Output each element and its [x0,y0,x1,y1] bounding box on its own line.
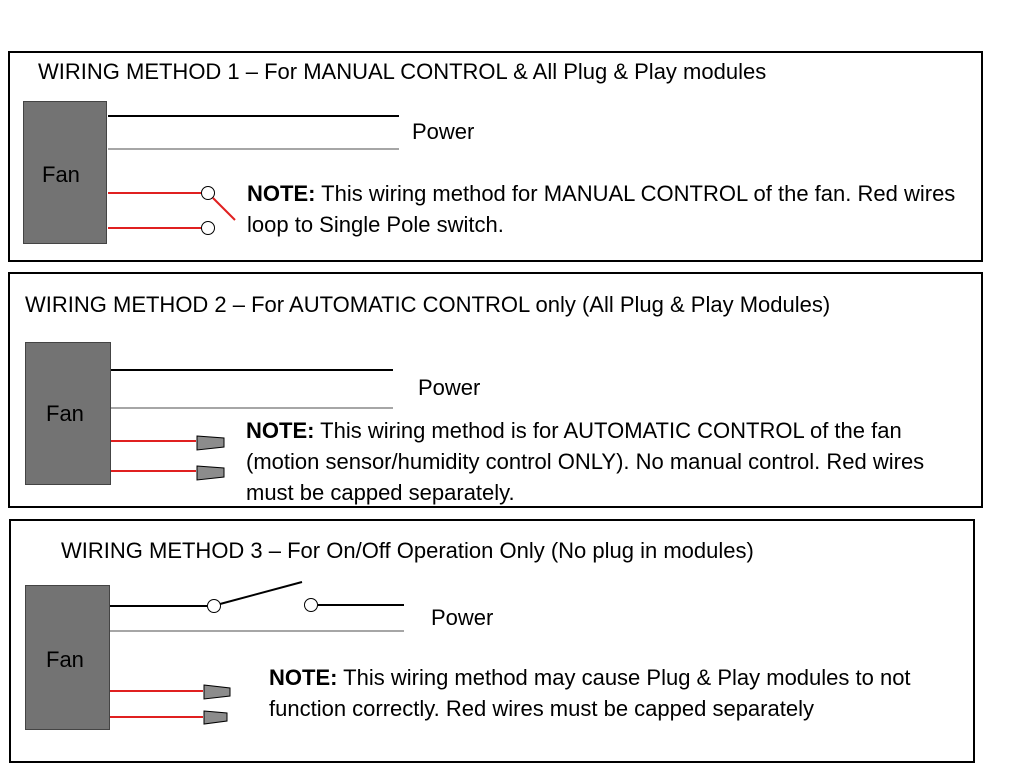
power-label: Power [412,119,475,144]
power-switch-terminal-2 [304,598,318,612]
fan-box [25,585,110,730]
power-label: Power [418,375,481,400]
power-switch-terminal-1 [207,599,221,613]
fan-box [25,342,111,485]
fan-label: Fan [46,401,84,426]
note-text: This wiring method for MANUAL CONTROL of… [247,181,956,237]
wiring-method-2-wires [111,369,393,481]
wiring-method-3-wires [110,581,404,725]
wire-cap-1 [196,435,225,451]
note-text: This wiring method may cause Plug & Play… [269,665,911,721]
wiring-method-1-panel: WIRING METHOD 1 – For MANUAL CONTROL & A… [8,51,983,262]
wiring-method-2-note: NOTE: This wiring method is for AUTOMATI… [246,415,971,508]
wiring-method-2-panel: WIRING METHOD 2 – For AUTOMATIC CONTROL … [8,272,983,508]
power-switch-lever [219,581,303,605]
fan-label: Fan [46,647,84,672]
wire-cap-2 [203,710,228,725]
wiring-method-1-note: NOTE: This wiring method for MANUAL CONT… [247,178,967,240]
note-label: NOTE: [247,181,316,206]
wiring-method-1-title: WIRING METHOD 1 – For MANUAL CONTROL & A… [38,59,767,84]
note-text: This wiring method is for AUTOMATIC CONT… [246,418,925,505]
wiring-method-1-wires [108,115,399,235]
wiring-method-2-title: WIRING METHOD 2 – For AUTOMATIC CONTROL … [25,292,831,317]
wiring-method-3-title: WIRING METHOD 3 – For On/Off Operation O… [61,538,754,563]
note-label: NOTE: [269,665,338,690]
wiring-method-3-note: NOTE: This wiring method may cause Plug … [269,662,959,724]
wire-cap-1 [203,684,231,700]
switch-terminal-2 [201,221,215,235]
power-label: Power [431,605,494,630]
switch-lever [212,197,236,221]
note-label: NOTE: [246,418,315,443]
fan-box [23,101,107,244]
switch-terminal-1 [201,186,215,200]
fan-label: Fan [42,162,80,187]
wire-cap-2 [196,465,225,481]
wiring-method-3-panel: WIRING METHOD 3 – For On/Off Operation O… [9,519,975,763]
